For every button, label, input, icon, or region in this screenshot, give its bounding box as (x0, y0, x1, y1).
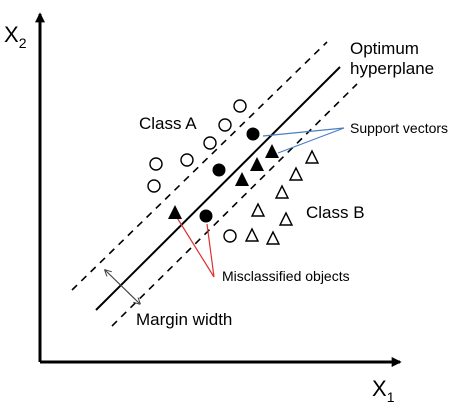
support-vector-pointer-circle (262, 127, 345, 137)
filled-circle-icon (199, 209, 213, 223)
support-vector-pointers (262, 127, 345, 154)
open-triangle-icon (278, 211, 294, 226)
filled-triangle-icon (265, 144, 279, 158)
open-triangle-icon (274, 184, 290, 199)
optimum-hyperplane-label-line1: Optimum (350, 39, 419, 58)
support-vector-pointer-triangle (277, 127, 345, 154)
x-axis-label-subscript: 1 (387, 389, 395, 405)
open-triangle-icon (244, 227, 260, 242)
filled-circle-icon (212, 163, 226, 177)
lower-margin-line (111, 83, 358, 327)
misclassified-label: Misclassified objects (222, 268, 350, 284)
open-triangle-icon (304, 149, 320, 164)
y-axis-label: X2 (4, 22, 27, 51)
class-b-label: Class B (306, 203, 365, 222)
support-vectors-label: Support vectors (350, 120, 448, 136)
open-circle-icon (147, 179, 161, 193)
margin-width-label: Margin width (136, 310, 232, 329)
class-b-points (244, 149, 320, 245)
open-circle-icon (180, 153, 194, 167)
class-a-filled-points (199, 127, 260, 223)
open-triangle-icon (250, 202, 266, 217)
x-axis-label: X1 (372, 376, 395, 405)
open-triangle-icon (265, 230, 281, 245)
filled-triangle-icon (168, 205, 182, 219)
misclassified-pointer-triangle (175, 215, 215, 278)
margin-width-arrow (105, 270, 140, 304)
filled-triangle-icon (235, 172, 249, 186)
filled-circle-icon (246, 127, 260, 141)
open-circle-icon (223, 229, 237, 243)
class-b-filled-points (168, 144, 279, 219)
optimum-hyperplane-label-line2: hyperplane (350, 59, 434, 78)
y-axis-label-subscript: 2 (19, 35, 27, 51)
misclassified-pointers (175, 215, 215, 278)
misclassified-pointer-circle (206, 223, 215, 278)
class-a-label: Class A (139, 114, 197, 133)
open-triangle-icon (288, 166, 304, 181)
open-circle-icon (149, 157, 163, 171)
open-circle-icon (233, 99, 247, 113)
y-axis-label-base: X (4, 22, 19, 47)
open-circle-icon (203, 136, 217, 150)
class-a-points (147, 99, 247, 243)
open-circle-icon (218, 118, 232, 132)
x-axis-label-base: X (372, 376, 387, 401)
filled-triangle-icon (250, 157, 264, 171)
